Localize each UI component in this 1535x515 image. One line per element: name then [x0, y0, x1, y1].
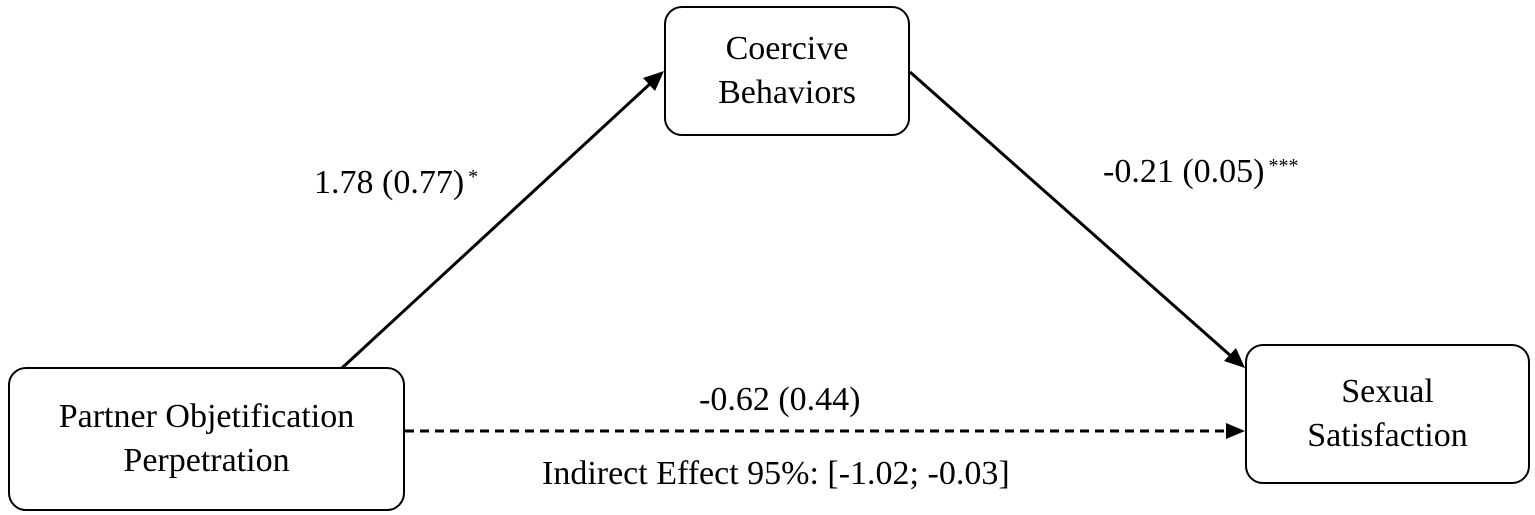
outcome-node: Sexual Satisfaction: [1245, 344, 1530, 484]
predictor-label: Partner Objetification Perpetration: [58, 398, 355, 479]
path-c-prime-coefficient: -0.62 (0.44): [699, 380, 860, 420]
path-c-prime-estimate: -0.62 (0.44): [699, 381, 861, 418]
path-a-coefficient: 1.78 (0.77)*: [314, 163, 478, 203]
path-b-coefficient: -0.21 (0.05)***: [1103, 152, 1298, 192]
arrowhead-outcome-side: [1226, 423, 1245, 439]
predictor-node: Partner Objetification Perpetration: [8, 367, 405, 511]
indirect-effect-label: Indirect Effect 95%: [-1.02; -0.03]: [542, 455, 1010, 492]
path-a-estimate: 1.78 (0.77): [314, 164, 465, 201]
arrowhead-outcome-top: [1224, 348, 1245, 368]
arrow-mediator-to-outcome: [909, 70, 1233, 359]
path-b-significance: ***: [1268, 155, 1299, 177]
arrowhead-mediator: [643, 71, 664, 91]
path-a-significance: *: [468, 166, 479, 188]
mediator-node: Coercive Behaviors: [664, 6, 910, 136]
arrow-predictor-to-mediator: [340, 80, 654, 370]
path-b-estimate: -0.21 (0.05): [1103, 153, 1265, 190]
outcome-label: Sexual Satisfaction: [1307, 373, 1468, 454]
mediator-label: Coercive Behaviors: [718, 30, 856, 111]
